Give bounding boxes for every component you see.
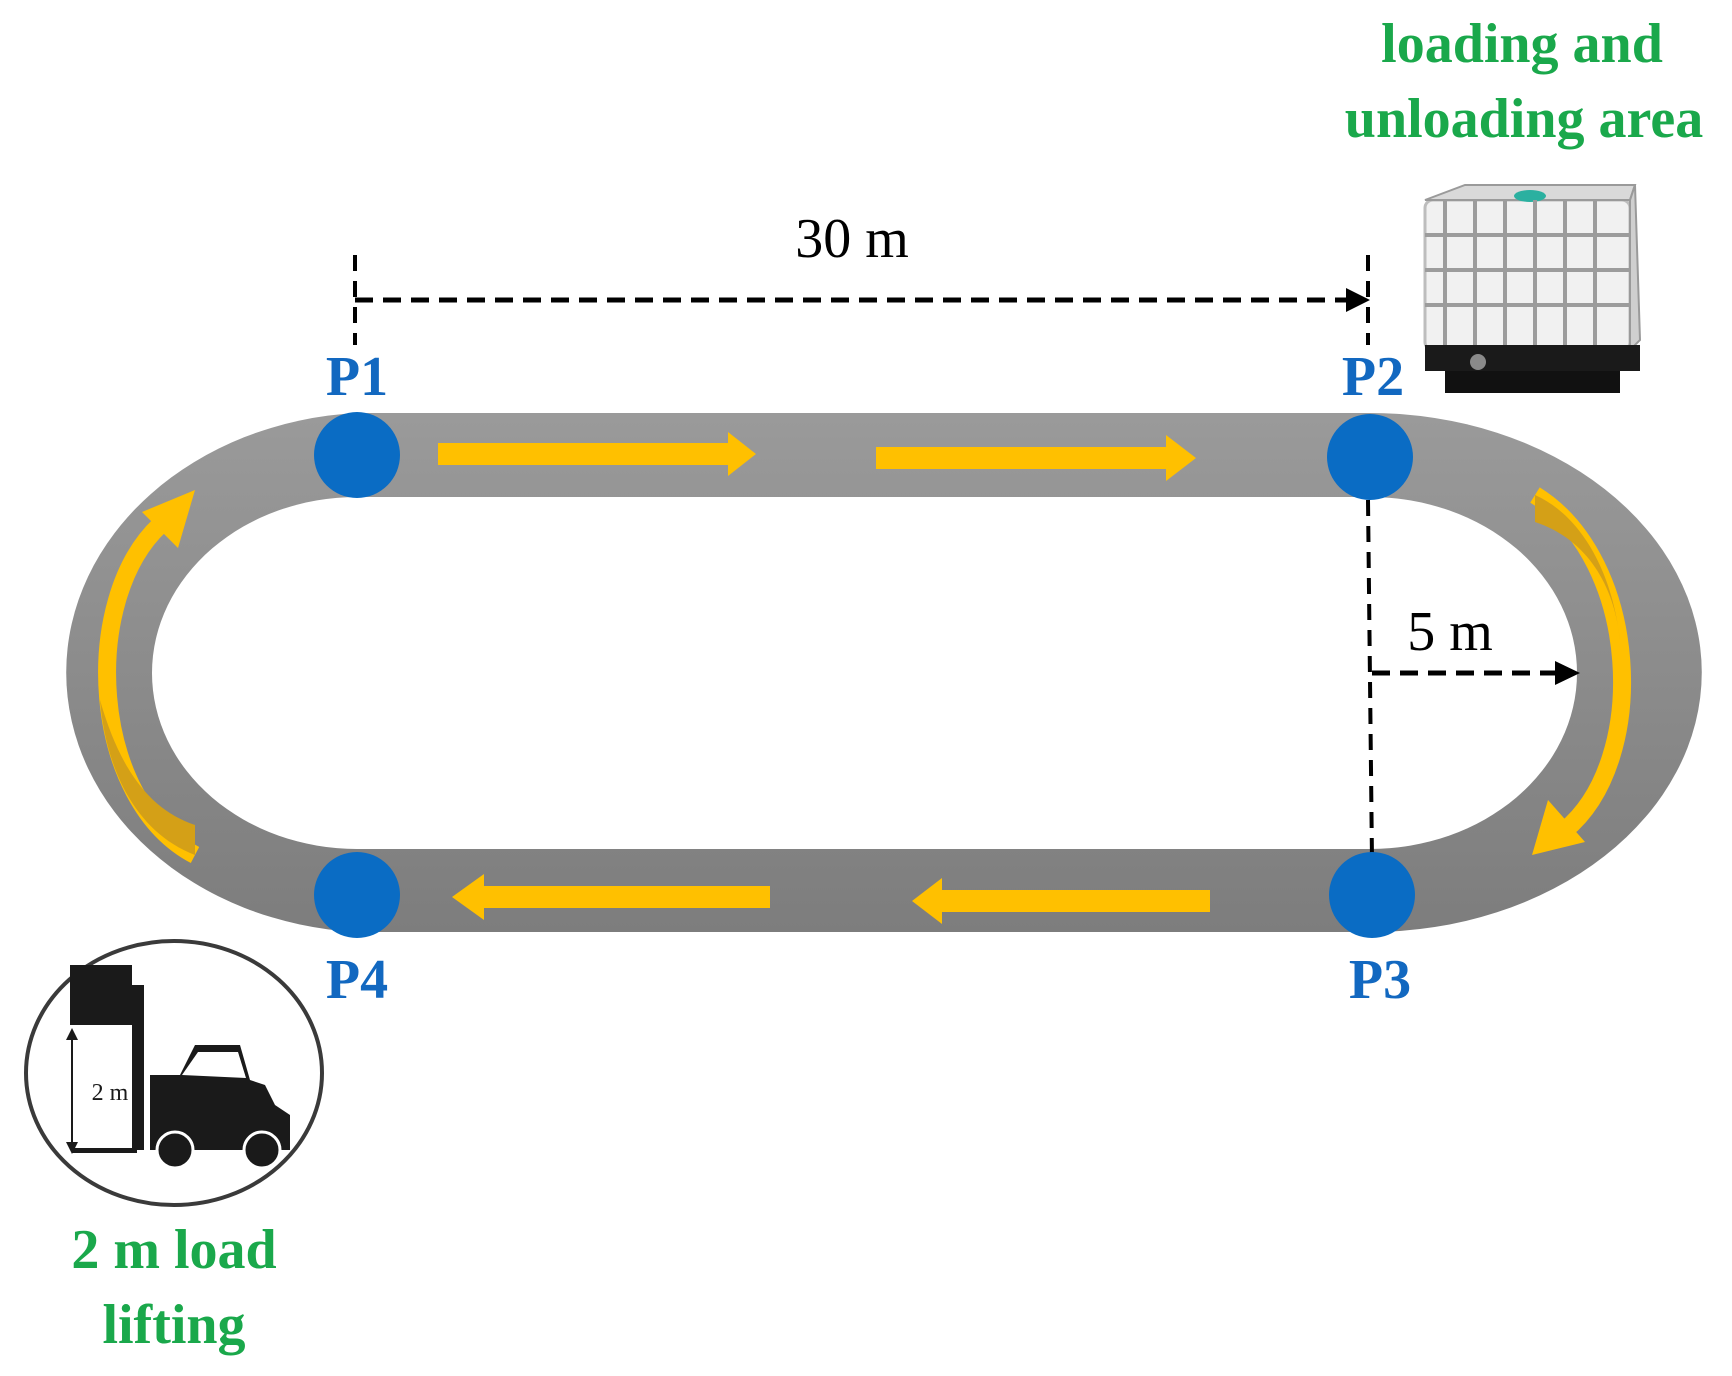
point-p4 <box>314 852 400 938</box>
arrow-right-2 <box>876 435 1196 481</box>
arrow-curve-right <box>1530 487 1631 855</box>
distance-radius-label: 5 m <box>1407 601 1493 663</box>
lift-label-line2: lifting <box>102 1294 245 1356</box>
waypoints <box>314 412 1415 938</box>
dimension-5m <box>1366 499 1580 861</box>
arrow-right-1 <box>438 432 756 476</box>
direction-arrows <box>98 432 1631 924</box>
point-p3 <box>1329 852 1415 938</box>
point-p2 <box>1327 414 1413 500</box>
loading-area-label-line1: loading and <box>1381 13 1663 75</box>
lift-height-label: 2 m <box>92 1080 129 1106</box>
point-p1 <box>314 412 400 498</box>
arrow-left-2 <box>452 874 770 920</box>
ibc-tank-icon <box>1423 184 1642 393</box>
track <box>66 413 1702 932</box>
forklift-icon: 2 m <box>24 939 324 1207</box>
track-inner <box>152 497 1577 849</box>
lift-label-line1: 2 m load <box>71 1219 276 1281</box>
point-label-p3: P3 <box>1349 949 1411 1011</box>
dimension-30m <box>353 255 1370 345</box>
arrow-left-1 <box>912 878 1210 924</box>
point-label-p2: P2 <box>1342 346 1404 408</box>
point-label-p1: P1 <box>326 346 388 408</box>
distance-long-label: 30 m <box>795 208 909 270</box>
loading-area-label-line2: unloading area <box>1345 88 1703 150</box>
arrow-curve-left <box>98 490 200 863</box>
point-label-p4: P4 <box>326 949 388 1011</box>
